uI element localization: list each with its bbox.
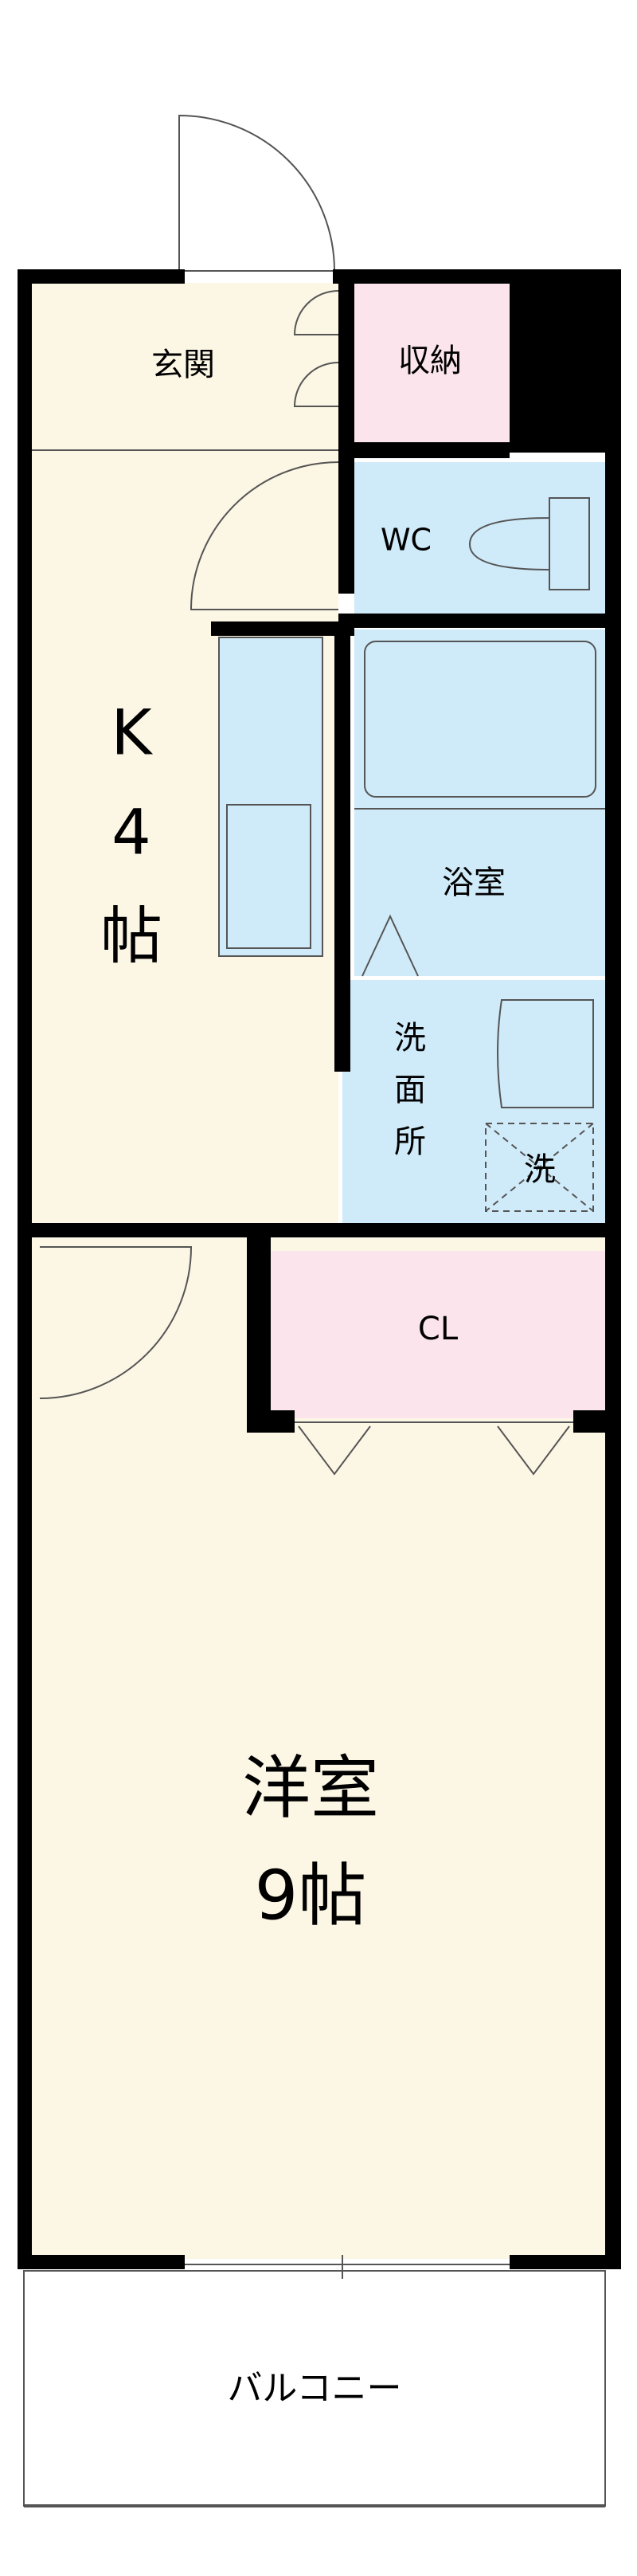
bathtub-icon: [364, 641, 596, 798]
bath-floor: [354, 629, 605, 976]
closet-floor: [271, 1251, 605, 1418]
washroom-label-1: 洗: [394, 1020, 426, 1057]
kitchen-sink: [226, 804, 311, 949]
wc-label: WC: [381, 523, 432, 558]
western-room-door[interactable]: [39, 1246, 193, 1399]
washroom-label-3: 所: [394, 1123, 426, 1160]
western-room-label-2: 9帖: [255, 1856, 367, 1935]
shoe-cabinet-door[interactable]: [293, 290, 339, 335]
kitchen-label-1: K: [111, 697, 153, 769]
entrance-label: 玄関: [151, 347, 215, 383]
entrance-door[interactable]: [178, 114, 335, 272]
wc-floor: [354, 462, 605, 614]
walls: [18, 269, 621, 2269]
washer-space: [485, 1123, 594, 1212]
closet-door-left[interactable]: [298, 1425, 371, 1476]
wash-basin-icon: [497, 999, 594, 1108]
western-room-label-1: 洋室: [242, 1748, 379, 1828]
washroom-floor: [342, 980, 605, 1223]
shoe-cabinet-door-2[interactable]: [293, 362, 339, 407]
washer-diag-2: [485, 1123, 594, 1212]
kitchen-counter: [218, 637, 323, 957]
kitchen-label-2: 4: [111, 797, 151, 868]
washer-label: 洗: [524, 1151, 556, 1188]
closet-door-right[interactable]: [497, 1425, 570, 1476]
closet-label: CL: [418, 1311, 459, 1347]
kitchen-door[interactable]: [190, 461, 339, 610]
entrance-floor: [32, 283, 338, 450]
bath-label: 浴室: [442, 865, 506, 901]
bath-door[interactable]: [361, 914, 419, 977]
balcony-floor: [23, 2270, 606, 2507]
washroom-label-2: 面: [394, 1072, 426, 1108]
toilet-icon: [468, 497, 590, 590]
balcony-label: バルコニー: [227, 2368, 401, 2409]
kitchen-label-3: 帖: [100, 900, 162, 972]
storage-floor: [354, 283, 510, 442]
storage-label: 収納: [398, 343, 462, 379]
